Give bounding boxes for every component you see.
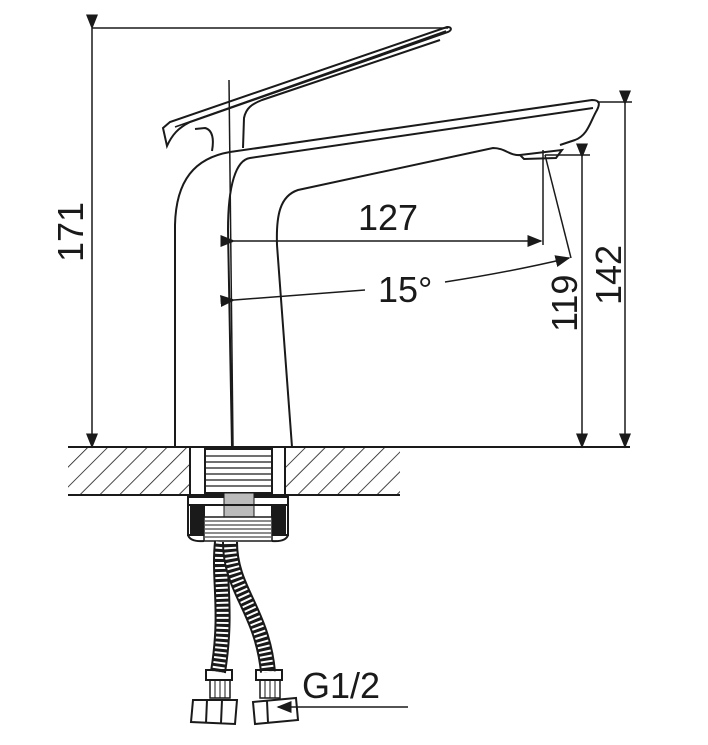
dim-total-height: 171 <box>50 14 448 449</box>
dim-label-15deg: 15° <box>378 269 432 310</box>
dim-label-142: 142 <box>588 245 629 305</box>
label-g12: G1/2 <box>302 665 380 706</box>
centerline <box>228 79 234 448</box>
dim-spout-top-height: 142 <box>588 90 632 449</box>
dim-outlet-height: 119 <box>544 143 590 449</box>
dim-spout-angle: 15° <box>220 154 572 310</box>
dim-label-171: 171 <box>50 202 91 262</box>
countertop-section <box>68 446 630 496</box>
dim-label-127: 127 <box>358 197 418 238</box>
flexible-hoses <box>189 541 300 726</box>
dim-label-119: 119 <box>544 275 585 332</box>
dim-connection-thread: G1/2 <box>276 665 408 713</box>
mounting-shank <box>187 448 289 543</box>
dim-spout-reach: 127 <box>220 150 544 247</box>
faucet-body <box>174 98 600 448</box>
handle-lever <box>161 25 452 152</box>
